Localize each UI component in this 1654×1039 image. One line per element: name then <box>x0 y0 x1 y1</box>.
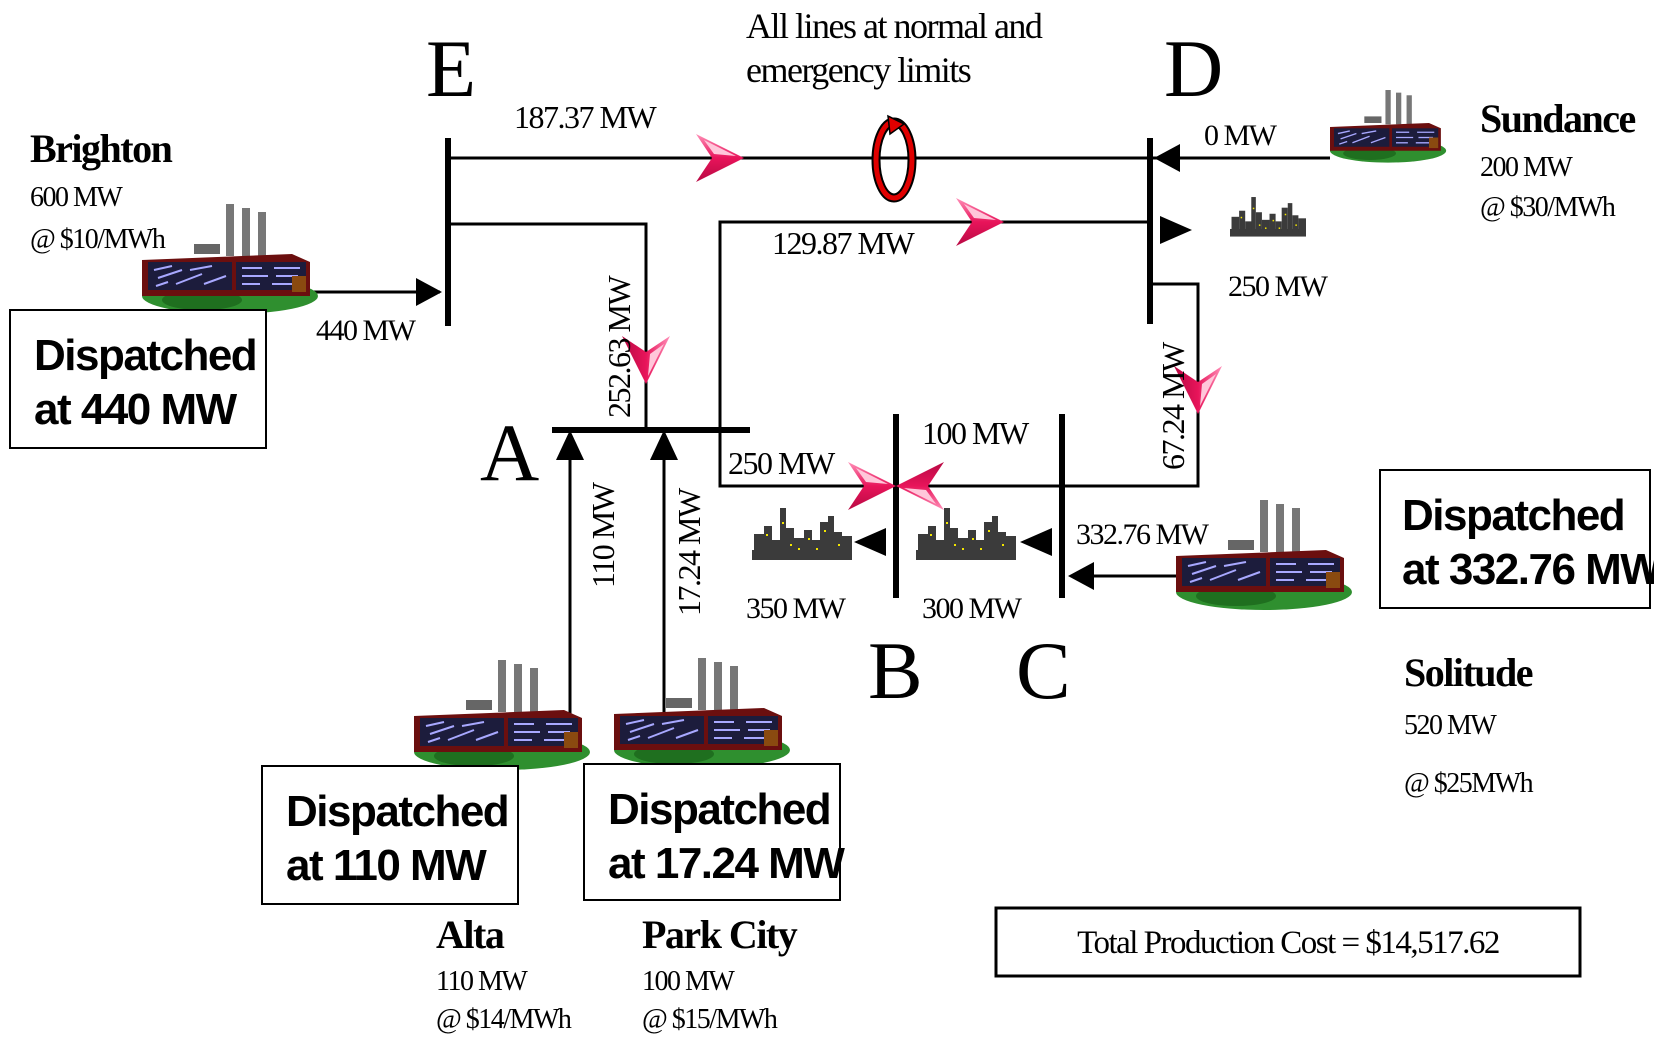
parkcity-plant-icon <box>613 657 791 769</box>
load-label-d: 250 MW <box>1228 270 1329 303</box>
arrow-sundance-in-icon <box>1154 144 1180 172</box>
alta-plant-icon <box>413 659 591 771</box>
sundance-price: @ $30/MWh <box>1480 192 1616 223</box>
flow-label-a-b: 250 MW <box>728 445 836 481</box>
flow-label-brighton: 440 MW <box>316 314 417 347</box>
alta-name: Alta <box>436 912 505 957</box>
sundance-plant-icon <box>1329 89 1447 164</box>
line-a-d <box>718 220 1150 430</box>
parkcity-dispatch-box: Dispatched at 17.24 MW <box>583 763 847 901</box>
brighton-dispatch-box: Dispatched at 440 MW <box>9 309 267 449</box>
flow-label-e-a: 252.63 MW <box>601 275 637 418</box>
load-label-c: 300 MW <box>922 592 1023 625</box>
solitude-name: Solitude <box>1404 650 1533 695</box>
flow-label-d-c: 67.24 MW <box>1155 341 1191 470</box>
alta-price: @ $14/MWh <box>436 1004 572 1034</box>
line-a-b <box>718 430 896 488</box>
flow-label-sundance: 0 MW <box>1204 119 1278 152</box>
parkcity-capacity: 100 MW <box>642 966 735 997</box>
brighton-price: @ $10/MWh <box>30 224 166 255</box>
flow-label-solitude: 332.76 MW <box>1076 518 1210 551</box>
solitude-dispatch-box: Dispatched at 332.76 MW <box>1379 469 1654 609</box>
direction-arrows <box>416 144 1192 590</box>
brighton-name: Brighton <box>30 126 173 171</box>
sundance-capacity: 200 MW <box>1480 152 1573 183</box>
bus-c-label: C <box>1016 625 1069 716</box>
flow-arrows <box>622 134 1222 510</box>
parkcity-price: @ $15/MWh <box>642 1004 778 1034</box>
alta-dispatch-line1: Dispatched <box>286 787 508 836</box>
brighton-capacity: 600 MW <box>30 182 123 213</box>
alta-capacity: 110 MW <box>436 966 528 997</box>
circular-arrow-icon <box>871 114 917 203</box>
bus-b-label: B <box>868 625 921 716</box>
arrow-solitude-in-icon <box>1068 562 1094 590</box>
buses <box>445 138 1153 598</box>
arrow-brighton-in-icon <box>416 278 442 306</box>
brighton-dispatch-line2: at 440 MW <box>34 385 238 434</box>
load-d-city-icon <box>1230 197 1306 237</box>
parkcity-dispatch-line2: at 17.24 MW <box>608 839 845 888</box>
bus-d-label: D <box>1164 23 1222 114</box>
bus-e-label: E <box>426 23 475 114</box>
bus-a-label: A <box>480 407 539 498</box>
load-b-city-icon <box>752 508 852 560</box>
total-cost-box: Total Production Cost = $14,517.62 <box>994 906 1582 978</box>
solitude-dispatch-line1: Dispatched <box>1402 491 1624 540</box>
status-note-line1: All lines at normal and <box>746 6 1043 46</box>
flow-label-a-d: 129.87 MW <box>772 225 915 261</box>
brighton-plant-icon <box>141 203 319 315</box>
alta-dispatch-line2: at 110 MW <box>286 841 487 890</box>
parkcity-name: Park City <box>642 912 798 957</box>
total-cost-text: Total Production Cost = $14,517.62 <box>1077 925 1499 961</box>
flow-label-e-d: 187.37 MW <box>514 99 657 135</box>
solitude-capacity: 520 MW <box>1404 710 1497 741</box>
arrow-load-d-icon <box>1160 216 1192 244</box>
sundance-name: Sundance <box>1480 96 1635 141</box>
solitude-dispatch-line2: at 332.76 MW <box>1402 545 1654 594</box>
alta-dispatch-box: Dispatched at 110 MW <box>261 765 519 905</box>
solitude-price: @ $25MWh <box>1404 768 1534 799</box>
parkcity-dispatch-line1: Dispatched <box>608 785 830 834</box>
arrow-alta-in-icon <box>556 430 584 460</box>
flow-label-parkcity: 17.24 MW <box>671 487 707 616</box>
arrow-parkcity-in-icon <box>650 430 678 460</box>
solitude-plant-icon <box>1175 499 1353 611</box>
arrow-load-b-icon <box>854 528 886 556</box>
brighton-dispatch-line1: Dispatched <box>34 331 256 380</box>
arrow-load-c-icon <box>1020 528 1052 556</box>
flow-label-c-b: 100 MW <box>922 415 1030 451</box>
flow-label-alta: 110 MW <box>585 481 621 588</box>
load-label-b: 350 MW <box>746 592 847 625</box>
status-note-line2: emergency limits <box>746 50 971 90</box>
load-c-city-icon <box>916 508 1016 560</box>
